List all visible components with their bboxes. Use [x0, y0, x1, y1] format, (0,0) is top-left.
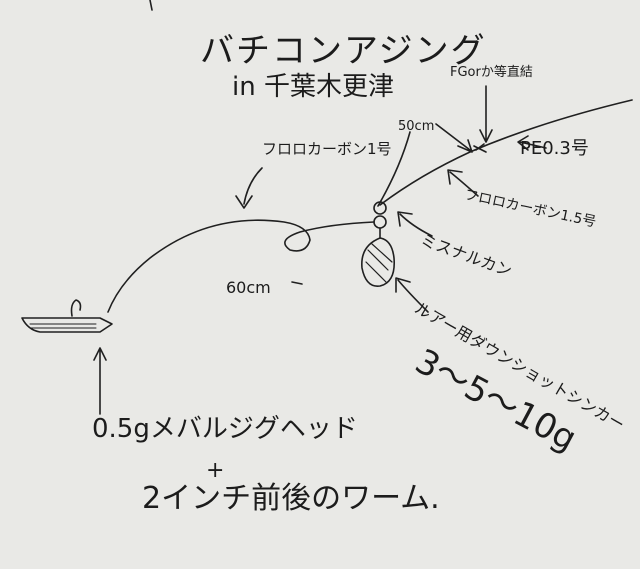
sinker-hatch [365, 243, 393, 283]
fg-knot-label: FGorか等直結 [450, 65, 533, 80]
arrow-pe [517, 135, 547, 151]
jig-hook [70, 299, 82, 317]
worm-body [21, 317, 113, 333]
arrow-fluoro15 [447, 169, 479, 197]
leader-length-label: 50cm [398, 119, 435, 134]
jighead-label: 0.5gメバルジグヘッド [92, 414, 358, 444]
arrow-60cm [291, 281, 303, 285]
arrow-fluoro1 [235, 167, 263, 209]
swivel-ring-bottom [373, 215, 387, 229]
arrow-sinker [395, 277, 429, 313]
arrow-fg [479, 85, 493, 143]
arrow-jig [93, 347, 107, 415]
stray-mark [149, 0, 153, 11]
arrow-50cm [435, 123, 473, 153]
branch-line [107, 219, 375, 313]
fg-knot-mark [473, 143, 487, 153]
diagram-subtitle: in 千葉木更津 [232, 72, 394, 102]
sinker-shape [361, 237, 396, 287]
fluoro-1-label: フロロカーボン1号 [262, 140, 392, 158]
plus-label: + [206, 458, 225, 483]
upper-leader [377, 131, 411, 207]
main-line [379, 99, 633, 206]
worm-label: 2インチ前後のワーム. [142, 481, 440, 516]
swivel-ring-top [373, 201, 387, 215]
arrow-snap [397, 211, 433, 237]
worm-ribs [29, 323, 97, 329]
diagram-title: バチコンアジング [200, 31, 487, 71]
pe-line-label: PE0.3号 [520, 138, 589, 159]
branch-length-label: 60cm [226, 278, 271, 297]
